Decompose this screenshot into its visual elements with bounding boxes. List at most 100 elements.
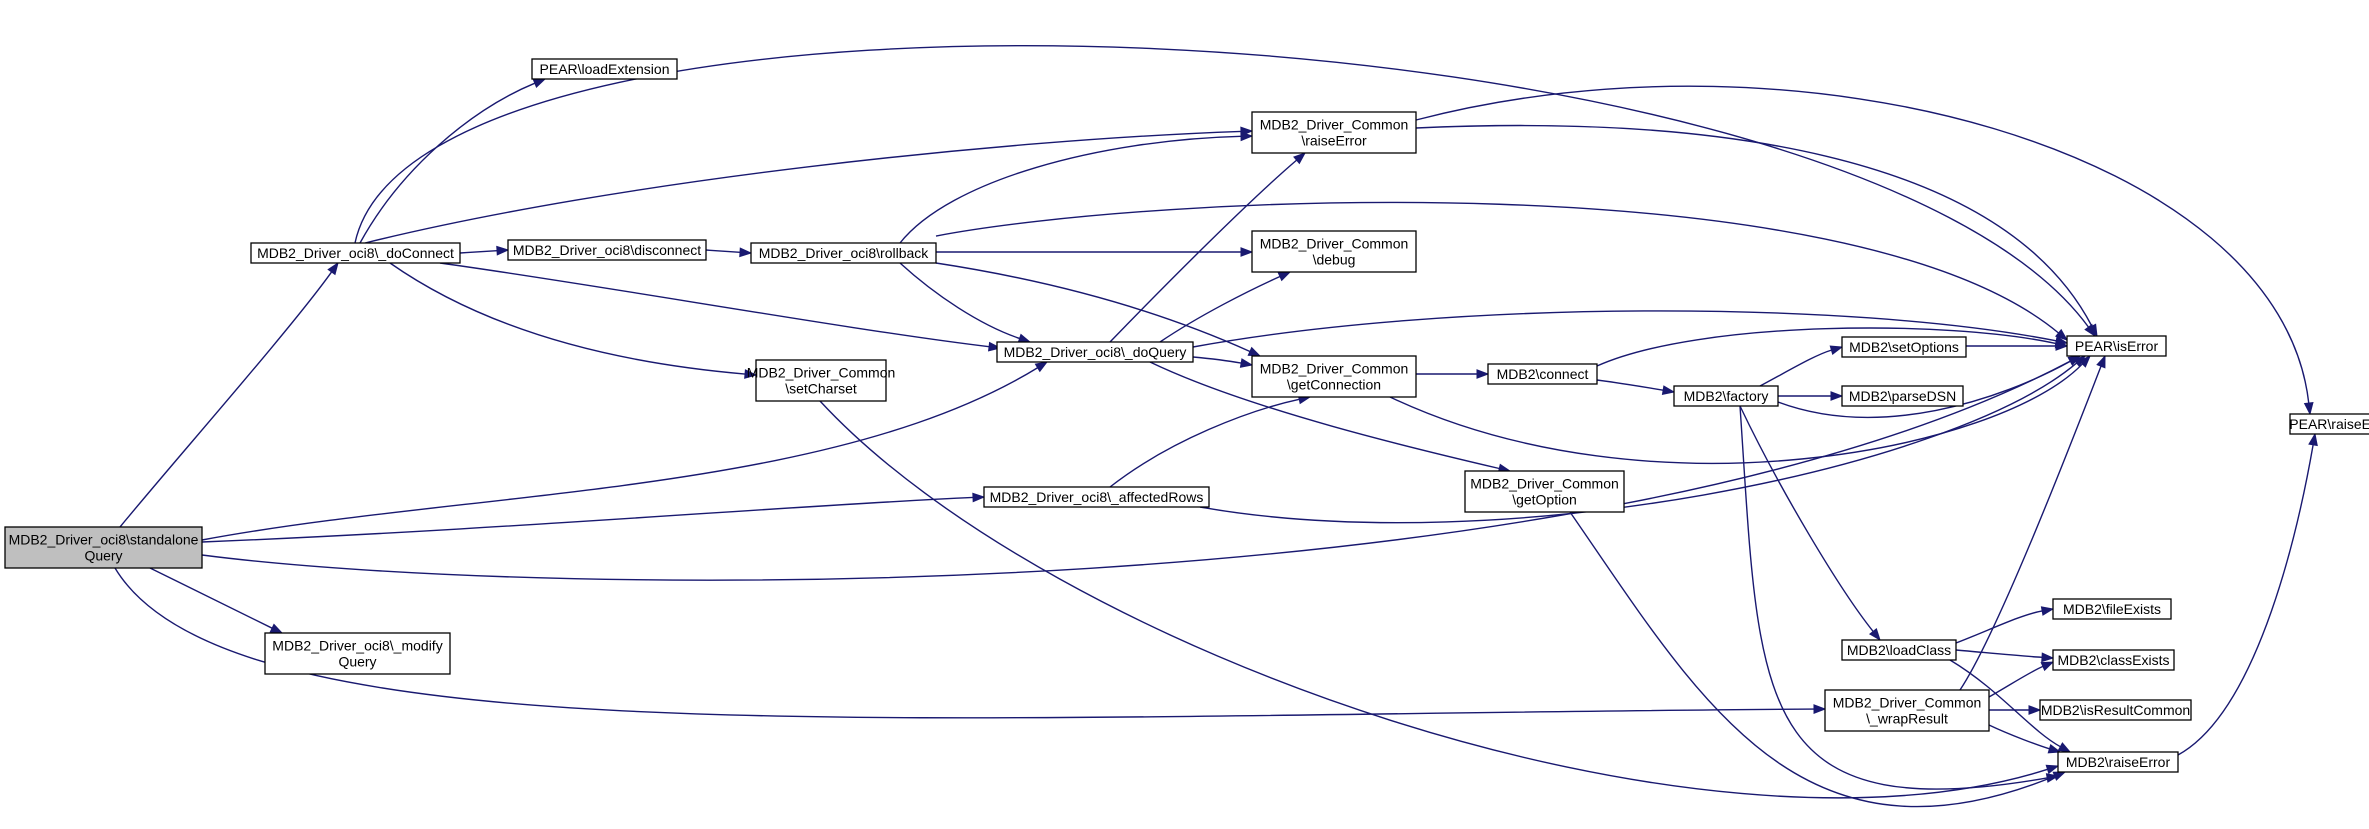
node-box[interactable] [1251,111,1417,154]
node-box[interactable] [1841,336,1967,358]
edge-line [1109,159,1298,343]
edge-line [119,271,333,528]
edge-line [1192,356,1242,364]
node-box[interactable] [250,242,461,264]
node-box[interactable] [1251,355,1417,398]
node-box[interactable] [2052,598,2172,620]
node-label-line: \raiseError [1301,133,1367,149]
node-fileExists[interactable]: MDB2\fileExists [2052,598,2172,620]
node-box[interactable] [264,632,451,675]
edge-line [899,135,1242,244]
edge-commonRaiseError-to-isError [1415,124,2098,338]
edge-connect-to-factory [1596,379,1676,395]
node-label-line: MDB2\factory [1684,388,1769,404]
node-box[interactable] [2039,699,2192,721]
edge-rollback-to-isError [935,201,2069,341]
node-rollback[interactable]: MDB2_Driver_oci8\rollback [750,242,937,264]
node-box[interactable] [2052,649,2175,671]
edge-line [1415,85,2310,404]
node-layer: MDB2_Driver_oci8\standaloneQueryMDB2_Dri… [4,58,2369,773]
edge-loadClass-to-fileExists [1955,606,2055,644]
node-box[interactable] [531,58,678,80]
node-box[interactable] [983,486,1210,508]
node-box[interactable] [1464,470,1625,513]
node-box[interactable] [507,239,707,261]
node-setCharset[interactable]: MDB2_Driver_Common\setCharset [747,359,896,402]
node-isError[interactable]: PEAR\isError [2066,335,2167,357]
edge-line [1596,327,2057,367]
node-label-line: \setCharset [785,381,857,397]
node-setOptions[interactable]: MDB2\setOptions [1841,336,1967,358]
edge-arrowhead [2087,323,2098,338]
node-getConnection[interactable]: MDB2_Driver_Common\getConnection [1251,355,1417,398]
edge-arrowhead [2028,705,2042,715]
node-getOption[interactable]: MDB2_Driver_Common\getOption [1464,470,1625,513]
node-box[interactable] [1251,230,1417,273]
node-isResultCommon[interactable]: MDB2\isResultCommon [2039,699,2192,721]
edge-line [1159,275,1281,343]
edge-loadClass-to-mdb2RaiseError [1949,659,2072,753]
edge-line [899,262,1020,340]
node-label-line: MDB2_Driver_oci8\_doQuery [1004,344,1187,360]
edge-arrowhead [2040,606,2055,616]
edge-arrowhead [2041,652,2055,663]
edge-standaloneQuery-to-doConnect [119,261,339,528]
node-box[interactable] [2289,413,2369,435]
node-doConnect[interactable]: MDB2_Driver_oci8\_doConnect [250,242,461,264]
node-affectedRows[interactable]: MDB2_Driver_oci8\_affectedRows [983,486,1210,508]
edge-arrowhead [1293,152,1307,165]
node-box[interactable] [2057,751,2179,773]
node-loadClass[interactable]: MDB2\loadClass [1841,639,1957,661]
node-parseDSN[interactable]: MDB2\parseDSN [1841,385,1964,407]
node-doQuery[interactable]: MDB2_Driver_oci8\_doQuery [996,341,1194,363]
node-box[interactable] [1487,363,1598,385]
node-box[interactable] [1673,385,1779,407]
node-label-line: PEAR\isError [2075,338,2159,354]
edge-factory-to-loadClass [1739,405,1881,642]
node-label-line: MDB2\fileExists [2063,601,2161,617]
node-label-line: \getOption [1512,492,1577,508]
node-pearRaiseError[interactable]: PEAR\raiseError [2289,413,2369,435]
node-label-line: MDB2_Driver_oci8\rollback [759,245,930,261]
node-label-line: PEAR\raiseError [2289,416,2369,432]
node-classExists[interactable]: MDB2\classExists [2052,649,2175,671]
node-label-line: \debug [1313,252,1356,268]
node-wrapResult[interactable]: MDB2_Driver_Common\_wrapResult [1824,689,1990,732]
node-box[interactable] [4,526,203,569]
node-box[interactable] [1841,385,1964,407]
edge-layer [114,45,2318,808]
node-mdb2RaiseError[interactable]: MDB2\raiseError [2057,751,2179,773]
node-disconnect[interactable]: MDB2_Driver_oci8\disconnect [507,239,707,261]
edge-line [459,249,498,254]
edge-arrowhead [972,492,986,503]
edge-line [114,567,1815,719]
node-box[interactable] [755,359,887,402]
node-box[interactable] [996,341,1194,363]
edge-line [1955,649,2043,659]
edge-wrapResult-to-isError [1959,354,2106,691]
node-commonRaiseError[interactable]: MDB2_Driver_Common\raiseError [1251,111,1417,154]
edge-doQuery-to-getConnection [1192,356,1254,368]
edge-factory-to-setOptions [1759,345,1844,387]
node-box[interactable] [1824,689,1990,732]
node-factory[interactable]: MDB2\factory [1673,385,1779,407]
node-label-line: MDB2_Driver_Common [1260,236,1409,252]
edge-arrowhead [2047,743,2062,754]
node-label-line: MDB2\raiseError [2066,754,2171,770]
node-connect[interactable]: MDB2\connect [1487,363,1598,385]
edge-line [359,82,536,244]
node-box[interactable] [2066,335,2167,357]
node-debug[interactable]: MDB2_Driver_Common\debug [1251,230,1417,273]
node-label-line: MDB2_Driver_Common [1260,117,1409,133]
edge-arrowhead [2078,354,2091,368]
edge-wrapResult-to-mdb2RaiseError [1988,724,2062,754]
node-label-line: \_wrapResult [1866,711,1948,727]
node-loadExtension[interactable]: PEAR\loadExtension [531,58,678,80]
node-box[interactable] [1841,639,1957,661]
edge-standaloneQuery-to-doQuery [201,361,1049,541]
node-box[interactable] [750,242,937,264]
edge-arrowhead [1240,247,1254,257]
